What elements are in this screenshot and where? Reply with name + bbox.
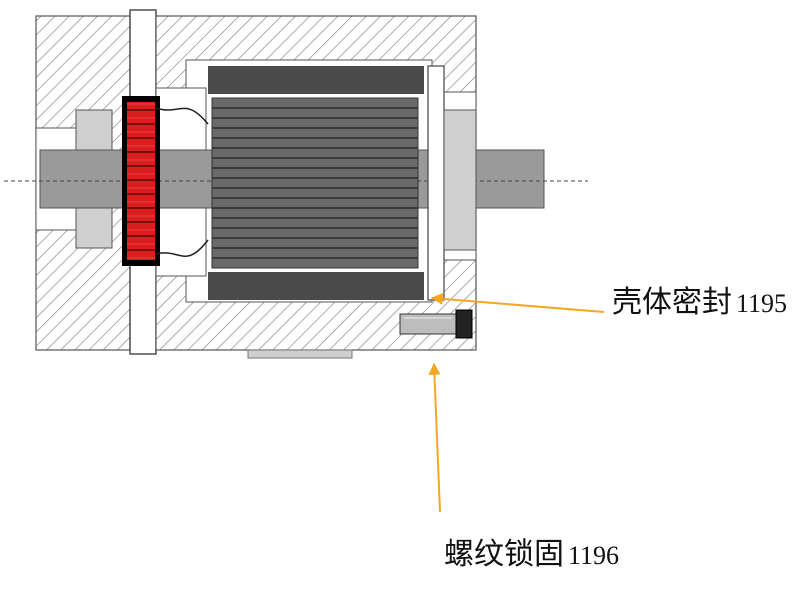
rotor-icon (208, 66, 424, 300)
arrow-housing-seal (430, 292, 605, 313)
wire-bottom (155, 239, 209, 257)
wire-top (155, 107, 209, 125)
right-bearing (443, 109, 477, 251)
callout-housing-seal-code: 1195 (736, 289, 788, 318)
arrow-thread-lock (428, 362, 441, 513)
screw-icon (399, 309, 473, 339)
callout-thread-lock-text: 螺纹锁固 (444, 537, 564, 572)
housing-seal-ring (427, 65, 445, 301)
callout-housing-seal-text: 壳体密封 (612, 285, 732, 320)
mounting-foot (247, 349, 353, 359)
callout-thread-lock-code: 1196 (568, 541, 620, 570)
gear-icon (122, 96, 160, 266)
